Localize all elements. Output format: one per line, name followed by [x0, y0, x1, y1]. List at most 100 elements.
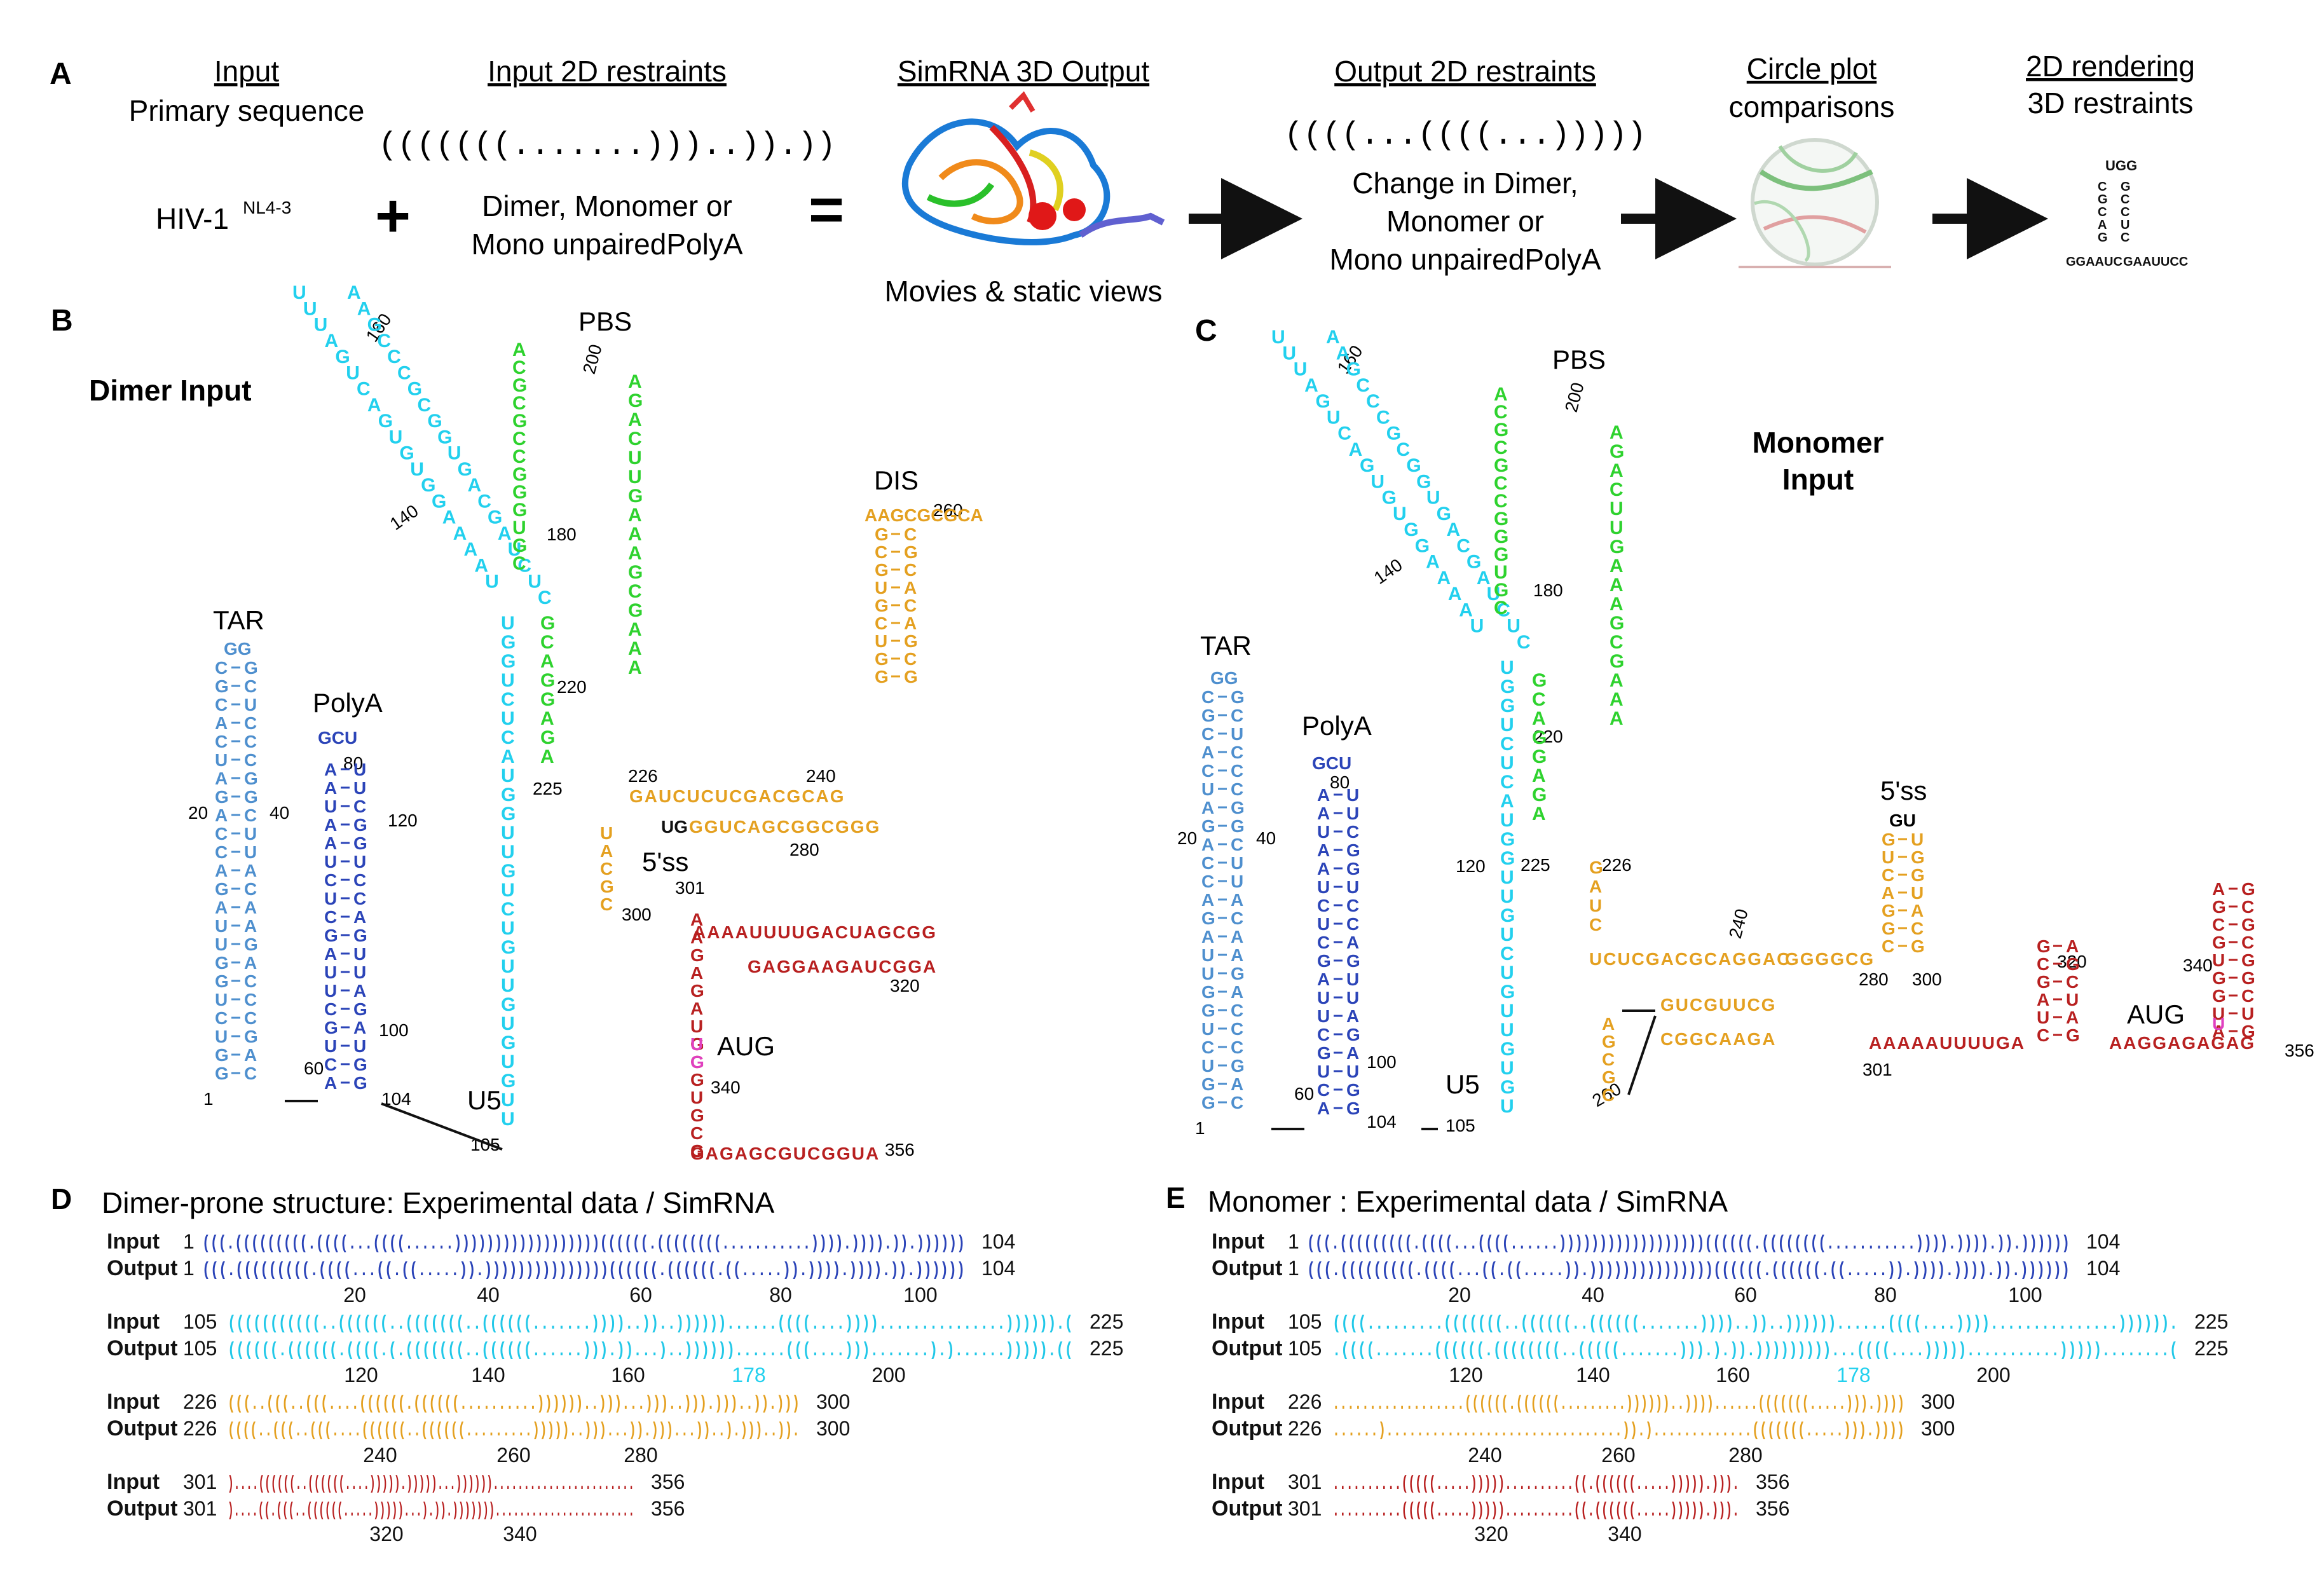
num-label: 60: [1294, 1084, 1314, 1104]
nucleotide: A: [244, 953, 257, 973]
nucleotide: A: [215, 898, 228, 917]
nucleotide: G: [1437, 503, 1451, 524]
nucleotide: A: [347, 282, 361, 303]
nucleotide: G: [1231, 816, 1245, 836]
nucleotide: G: [1532, 746, 1547, 767]
nucleotide: U: [501, 823, 515, 844]
nucleotide: A: [1304, 375, 1318, 396]
nucleotide: A: [1532, 708, 1546, 729]
row-end-index: 356: [651, 1497, 685, 1520]
nucleotide: A: [1201, 798, 1214, 818]
nucleotide: U: [314, 315, 328, 336]
nucleotide: U: [1201, 1019, 1214, 1039]
nucleotide: G: [1494, 580, 1508, 601]
position-tick: 280: [624, 1444, 657, 1467]
nucleotide: G: [600, 877, 614, 896]
step-output-line2: Monomer or: [1386, 205, 1544, 238]
nucleotide: U: [324, 962, 337, 982]
nucleotide: A: [1446, 519, 1460, 540]
position-tick: 200: [871, 1364, 905, 1386]
row-end-index: 356: [651, 1470, 685, 1493]
nucleotide: C: [244, 1064, 257, 1083]
num-label: 200: [579, 342, 606, 376]
row-label: Output: [1212, 1336, 1282, 1360]
nucleotide: C: [1911, 919, 1924, 938]
nucleotide: C: [904, 649, 917, 669]
nucleotide: G: [690, 981, 704, 1001]
nucleotide: A: [1610, 422, 1623, 443]
sequence-row: GUCGUUCG: [1660, 995, 1776, 1015]
row-start-index: 301: [183, 1497, 217, 1520]
nucleotide: U: [501, 975, 515, 996]
nucleotide: U: [512, 517, 526, 538]
nucleotide: G: [2241, 968, 2255, 988]
nucleotide: G: [1532, 670, 1547, 691]
nucleotide: G: [1360, 455, 1374, 476]
sequence-row: GAUCUCUCGACGCAG: [629, 786, 845, 806]
pbs-label: PBS: [1552, 345, 1606, 374]
gu-label: GU: [1889, 811, 1916, 830]
sequence-row: GAGGAAGAUCGGA: [748, 957, 937, 976]
panel-a: A Input Primary sequence HIV-1 NL4-3 + I…: [50, 50, 2195, 308]
nucleotide: G: [512, 500, 527, 521]
nucleotide: A: [1317, 804, 1330, 823]
nucleotide: U: [389, 427, 403, 448]
nucleotide: C: [324, 907, 337, 927]
nucleotide: A: [690, 927, 703, 947]
nucleotide: G: [501, 804, 516, 825]
nucleotide: G: [244, 1027, 258, 1046]
nucleotide: G: [1201, 1093, 1215, 1112]
nucleotide: G: [1500, 695, 1515, 716]
nucleotide: A: [1326, 327, 1340, 348]
nucleotide: G: [628, 486, 643, 507]
nucleotide: A: [904, 578, 917, 598]
panel-c-letter: C: [1195, 314, 1217, 348]
nucleotide: G: [1231, 964, 1245, 983]
nucleotide: G: [512, 535, 527, 556]
nucleotide: A: [2212, 879, 2225, 899]
panel-d-letter: D: [51, 1182, 72, 1215]
tar-label: TAR: [213, 605, 264, 635]
nucleotide: A: [1317, 859, 1330, 879]
nucleotide: A: [1317, 969, 1330, 989]
num-label: 340: [2183, 955, 2213, 975]
nucleotide: A: [1317, 840, 1330, 860]
nucleotide: U: [1500, 924, 1514, 945]
nucleotide: C: [215, 658, 228, 678]
nucleotide: C: [904, 524, 917, 544]
nucleotide: G: [2066, 1025, 2080, 1045]
nucleotide: G: [1882, 919, 1896, 938]
row-label: Input: [1212, 1310, 1264, 1334]
num-label: 301: [1863, 1060, 1892, 1079]
strand-left: GGAAUC: [2066, 255, 2122, 269]
nucleotide: U: [1317, 877, 1330, 897]
nucleotide: C: [1317, 933, 1330, 952]
nucleotide: G: [1911, 936, 1925, 956]
nucleotide: G: [904, 631, 918, 651]
nucleotide: G: [432, 491, 446, 512]
nucleotide: U: [1589, 896, 1602, 915]
nucleotide: A: [628, 638, 642, 659]
nucleotide: G: [367, 315, 382, 336]
step-simrna-line: Movies & static views: [884, 275, 1162, 308]
row-start-index: 105: [1288, 1337, 1322, 1360]
polya-loop: GCU: [1312, 753, 1351, 773]
nucleotide: U: [215, 750, 228, 770]
nucleotide: U: [1911, 830, 1924, 849]
nucleotide: A: [1532, 765, 1546, 786]
nucleotide: C: [512, 357, 526, 378]
nucleotide: A: [1231, 982, 1243, 1002]
nucleotide: A: [2098, 218, 2107, 232]
num-label: 320: [2057, 952, 2087, 971]
nucleotide: C: [540, 632, 554, 653]
position-tick: 80: [769, 1283, 792, 1306]
nucleotide: G: [1532, 727, 1547, 748]
nucleotide: A: [628, 505, 642, 526]
nucleotide: C: [2098, 180, 2107, 194]
nucleotide: G: [501, 632, 516, 653]
nucleotide: U: [501, 842, 515, 863]
nucleotide: U: [1294, 359, 1308, 380]
nucleotide: A: [215, 713, 228, 733]
sequence-row: AAAAAUUUUGA: [1869, 1033, 2025, 1053]
